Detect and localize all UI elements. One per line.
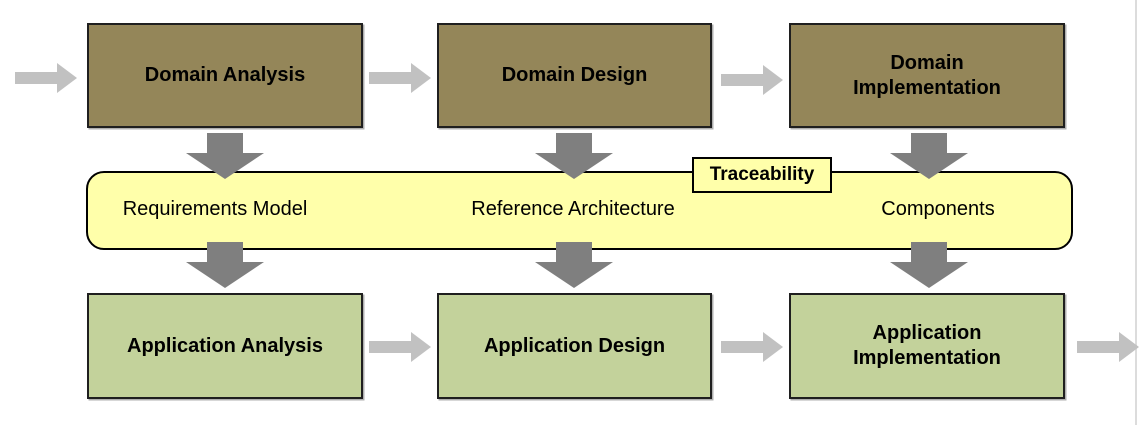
requirements-model-label: Requirements Model xyxy=(122,198,308,220)
domain-analysis-label: Domain Analysis xyxy=(144,64,306,86)
arrow-right-icon xyxy=(721,332,783,362)
arrow-right-icon xyxy=(369,332,431,362)
arrow-down-icon xyxy=(186,133,264,179)
arrow-down-icon xyxy=(186,242,264,288)
application-implementation-box: Application Implementation xyxy=(789,293,1065,399)
application-design-label: Application Design xyxy=(483,334,666,357)
traceability-tag-label: Traceability xyxy=(709,164,815,185)
domain-analysis-box: Domain Analysis xyxy=(87,23,363,128)
application-analysis-label: Application Analysis xyxy=(127,334,323,357)
application-analysis-box: Application Analysis xyxy=(87,293,363,399)
application-design-box: Application Design xyxy=(437,293,712,399)
domain-implementation-label: Domain Implementation xyxy=(853,51,1001,99)
components-label: Components xyxy=(881,198,995,220)
domain-design-label: Domain Design xyxy=(501,64,648,86)
arrow-down-icon xyxy=(535,133,613,179)
arrow-right-icon xyxy=(15,63,77,93)
domain-design-box: Domain Design xyxy=(437,23,712,128)
traceability-tag: Traceability xyxy=(692,157,832,193)
page-edge-line xyxy=(1135,0,1137,425)
application-implementation-label: Application Implementation xyxy=(853,322,1001,369)
arrow-right-icon xyxy=(369,63,431,93)
arrow-down-icon xyxy=(535,242,613,288)
domain-implementation-box: Domain Implementation xyxy=(789,23,1065,128)
arrow-down-icon xyxy=(890,242,968,288)
arrow-right-icon xyxy=(721,65,783,95)
arrow-right-icon xyxy=(1077,332,1139,362)
arrow-down-icon xyxy=(890,133,968,179)
reference-architecture-label: Reference Architecture xyxy=(471,198,675,220)
